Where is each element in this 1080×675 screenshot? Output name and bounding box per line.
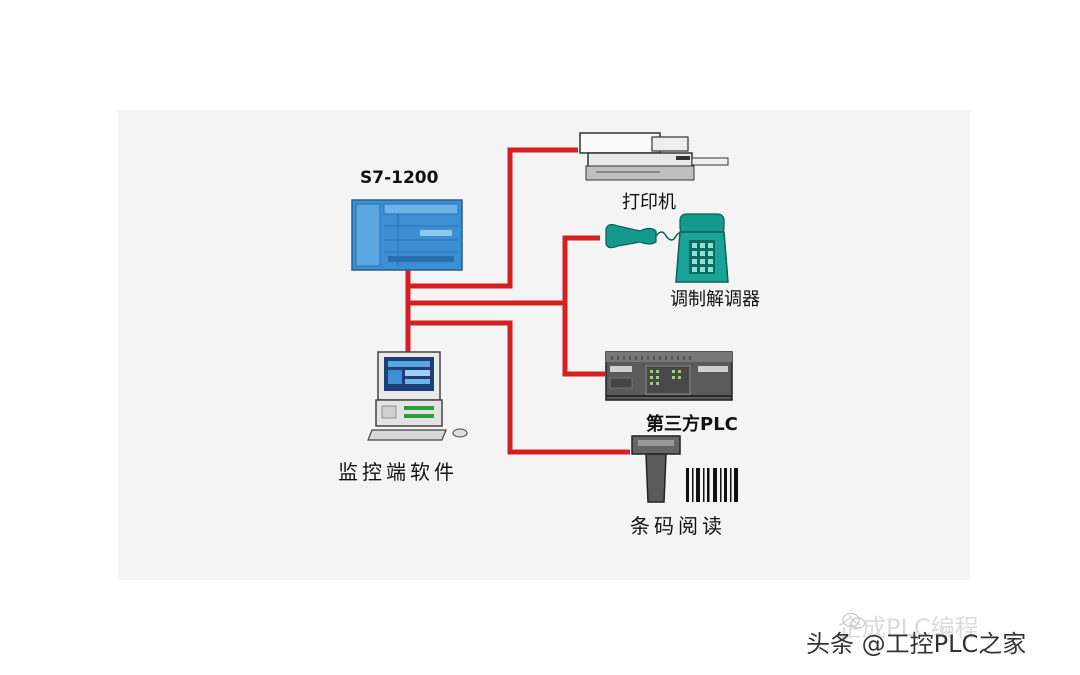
link-third-plc	[562, 303, 605, 377]
watermark: 头条 @工控PLC之家	[806, 630, 1027, 658]
printer-label: 打印机	[622, 192, 676, 213]
barcode-reader-icon	[631, 435, 738, 503]
link-modem	[408, 235, 600, 306]
plc-title: S7-1200	[360, 168, 439, 188]
third-party-plc-icon	[605, 351, 733, 401]
connection-lines	[405, 147, 630, 455]
link-printer	[408, 147, 578, 289]
plc-icon	[351, 199, 463, 271]
monitor-software-label: 监控端软件	[338, 460, 458, 484]
barcode-reader-label: 条码阅读	[630, 514, 726, 538]
modem-label: 调制解调器	[670, 289, 760, 310]
diagram-panel	[118, 110, 970, 580]
third-party-plc-label: 第三方PLC	[646, 414, 738, 435]
wechat-icon	[842, 612, 866, 629]
computer-icon	[367, 351, 468, 441]
link-bus	[408, 320, 630, 455]
printer-icon	[579, 132, 729, 181]
watermark-faint: 企成PLC编程	[838, 614, 979, 642]
modem-icon	[605, 213, 729, 283]
